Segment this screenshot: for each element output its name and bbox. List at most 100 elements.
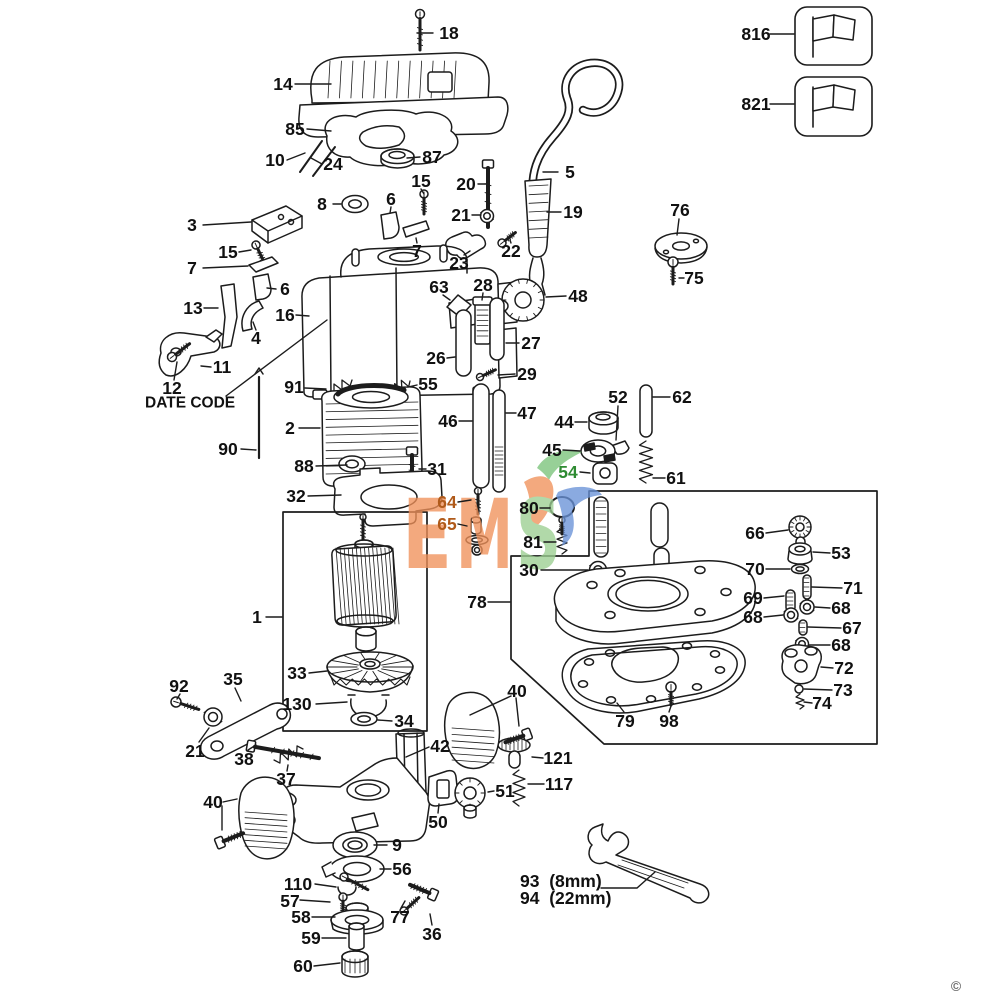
motor-housing-16-post2 xyxy=(439,244,448,263)
knob-48 xyxy=(501,278,545,322)
screw-40r xyxy=(503,727,534,745)
callout-text-15b: 15 xyxy=(218,242,238,262)
callout-text-61: 61 xyxy=(666,468,686,488)
screw-22 xyxy=(497,231,517,248)
field-2-coil xyxy=(335,382,407,397)
post-striped-bands xyxy=(595,500,607,554)
callout-44: 44 xyxy=(554,412,588,432)
motor-housing-16-post1 xyxy=(351,248,360,267)
callout-text-45: 45 xyxy=(542,440,562,460)
callout-text-46: 46 xyxy=(438,411,458,431)
plate-56 xyxy=(329,855,385,883)
callout-text-24: 24 xyxy=(323,154,343,174)
callout-66: 66 xyxy=(745,523,789,543)
gasket-85 xyxy=(324,109,459,167)
callout-54: 54 xyxy=(558,462,591,482)
screw-29 xyxy=(475,367,497,382)
sub-box-78 xyxy=(510,490,878,745)
cord-5-inner xyxy=(530,60,622,203)
callout-text-66: 66 xyxy=(745,523,765,543)
fan-33-spokes xyxy=(326,651,414,683)
pin-10 xyxy=(299,140,323,173)
nut-54 xyxy=(592,462,618,485)
spring-61 xyxy=(638,440,654,484)
gasket-79-h7 xyxy=(645,695,657,703)
callout-816: 816 xyxy=(741,24,795,44)
callout-text-85: 85 xyxy=(285,119,305,139)
gasket-79-inner xyxy=(570,645,738,707)
screw-40l xyxy=(213,830,246,850)
clamp-23 xyxy=(445,231,487,260)
callout-text-91: 91 xyxy=(284,377,304,397)
callout-58: 58 xyxy=(291,907,336,927)
gasket-79-h4 xyxy=(709,650,721,658)
callout-text-37: 37 xyxy=(276,769,295,789)
callout-text-70: 70 xyxy=(745,559,765,579)
callout-text-40r: 40 xyxy=(507,681,527,701)
strip-26 xyxy=(455,309,472,377)
screw-56 xyxy=(339,872,370,892)
watermark-letter-e: E xyxy=(402,479,452,591)
washer-70 xyxy=(790,563,810,575)
callout-6b: 6 xyxy=(266,279,290,299)
callout-text-42: 42 xyxy=(430,736,450,756)
callout-text-19: 19 xyxy=(563,202,583,222)
callout-text-10: 10 xyxy=(265,150,285,170)
callout-33: 33 xyxy=(287,663,328,683)
switch-3-dot2 xyxy=(287,218,295,226)
callout-8: 8 xyxy=(317,194,342,214)
callout-45: 45 xyxy=(542,440,581,460)
callout-68a: 68 xyxy=(814,598,851,618)
callout-text-6a: 6 xyxy=(386,189,396,209)
callout-date-code: DATE CODE xyxy=(145,319,328,412)
callout-40l: 40 xyxy=(203,792,238,831)
gasket-79-h2 xyxy=(604,649,616,657)
strip-27 xyxy=(489,297,505,361)
callout-29: 29 xyxy=(497,364,537,384)
callout-text-9: 9 xyxy=(392,835,402,855)
callout-text-29: 29 xyxy=(517,364,537,384)
pin-67-knurl xyxy=(799,622,806,633)
armature-commutator xyxy=(355,626,377,652)
base-plate-hole4 xyxy=(720,587,732,597)
callout-text-75: 75 xyxy=(684,268,704,288)
callout-text-23: 23 xyxy=(449,253,469,273)
callout-69: 69 xyxy=(743,588,785,608)
callout-36: 36 xyxy=(422,913,442,944)
callout-text-821: 821 xyxy=(741,94,770,114)
gasket-79-h9 xyxy=(577,680,589,688)
callout-52: 52 xyxy=(608,387,628,441)
callout-text-44: 44 xyxy=(554,412,574,432)
callout-3: 3 xyxy=(187,215,252,235)
callout-77: 77 xyxy=(390,900,410,927)
callout-117: 117 xyxy=(527,774,573,794)
callout-47: 47 xyxy=(505,403,537,423)
callout-55: 55 xyxy=(407,374,438,394)
bearing-8 xyxy=(341,194,369,214)
callout-text-30: 30 xyxy=(519,560,539,580)
screw-92 xyxy=(170,696,201,711)
callout-text-6b: 6 xyxy=(280,279,290,299)
callout-text-8: 8 xyxy=(317,194,327,214)
rod-62 xyxy=(639,384,653,438)
callout-62: 62 xyxy=(652,387,692,407)
callout-34: 34 xyxy=(377,711,414,731)
washer-88 xyxy=(338,455,366,473)
callout-121: 121 xyxy=(531,748,573,768)
nut-68a xyxy=(799,599,815,615)
callout-text-54: 54 xyxy=(558,462,578,482)
callout-text-58: 58 xyxy=(291,907,311,927)
gasket-79-h5 xyxy=(714,666,726,674)
callout-38: 38 xyxy=(234,744,257,769)
callout-text-59: 59 xyxy=(301,928,321,948)
callout-text-33: 33 xyxy=(287,663,307,683)
knob-66 xyxy=(788,515,812,539)
callout-text-53: 53 xyxy=(831,543,851,563)
callout-text-3: 3 xyxy=(187,215,197,235)
base-plate-hole1 xyxy=(586,580,598,590)
sleeve-44-bore xyxy=(595,413,611,421)
callout-copyright: © xyxy=(951,978,962,994)
callout-text-79: 79 xyxy=(615,711,635,731)
pad-50 xyxy=(427,769,459,807)
callout-text-12: 12 xyxy=(162,378,182,398)
